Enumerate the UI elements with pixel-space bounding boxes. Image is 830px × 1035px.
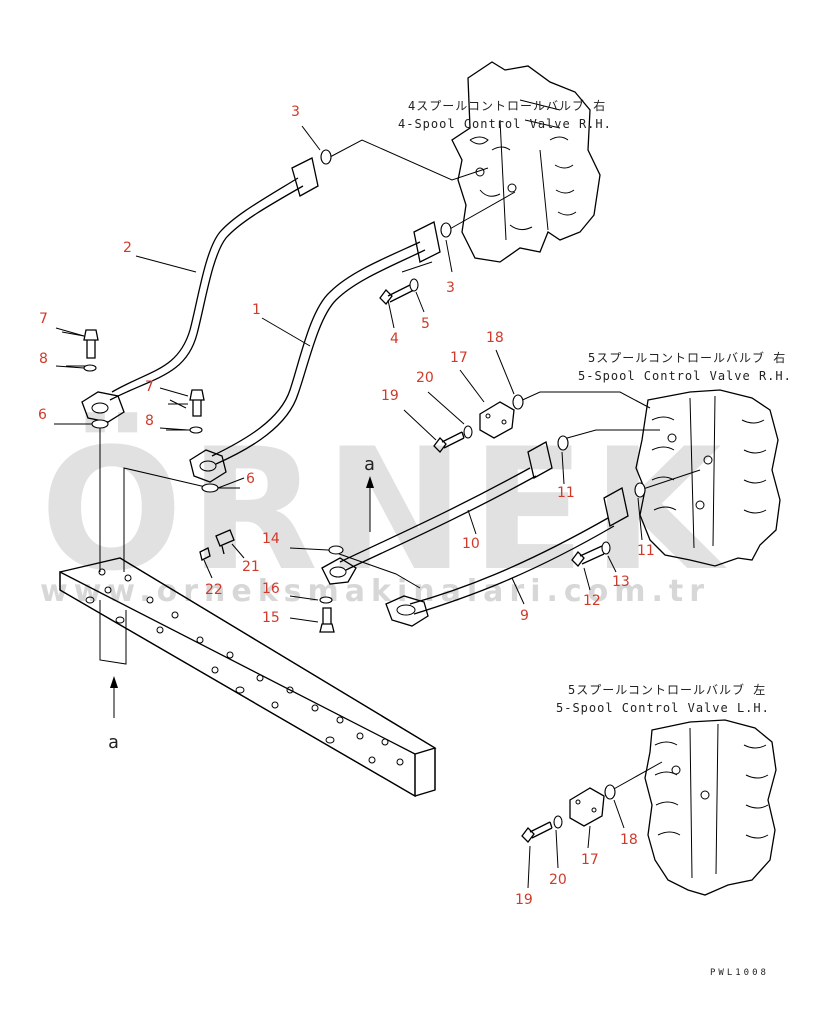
washer-20-rh <box>463 425 473 439</box>
caption-valve-5-lh-en: 5-Spool Control Valve L.H. <box>556 701 770 715</box>
pipe-1 <box>189 221 441 483</box>
o-ring-11-lower <box>634 482 646 498</box>
caption-valve-5-rh-jp: 5スプールコントロールバルブ 右 <box>588 350 786 365</box>
o-ring-6-left <box>91 419 109 429</box>
callout-18-rh: 18 <box>486 330 504 346</box>
watermark-brand: ÖRNEK <box>40 412 728 608</box>
callout-17-rh: 17 <box>450 350 468 366</box>
callouts: 1 2 3 3 4 5 6 6 7 7 8 8 9 10 11 11 12 13… <box>38 104 655 908</box>
callout-22: 22 <box>205 582 223 598</box>
bolt-7-right <box>189 389 205 417</box>
callout-16: 16 <box>262 581 280 597</box>
callout-13: 13 <box>612 574 630 590</box>
cover-plate-17-lh <box>569 787 605 827</box>
callout-20-rh: 20 <box>416 370 434 386</box>
o-ring-18-rh <box>512 394 524 410</box>
washer-20-lh <box>553 815 563 829</box>
view-marker-a-mid: a <box>364 454 376 475</box>
pipe-2 <box>81 157 319 423</box>
callout-18-lh: 18 <box>620 832 638 848</box>
pipe-10 <box>321 441 553 585</box>
callout-20-lh: 20 <box>549 872 567 888</box>
caption-valve-5-rh-en: 5-Spool Control Valve R.H. <box>578 369 792 383</box>
callout-11-upper: 11 <box>557 485 575 501</box>
callout-10: 10 <box>462 536 480 552</box>
caption-valve-4-rh-jp: 4スプールコントロールバルブ 右 <box>408 98 606 113</box>
callout-12: 12 <box>583 593 601 609</box>
callout-leaders <box>54 125 643 889</box>
callout-7-left: 7 <box>39 311 48 327</box>
watermark-url: www.orneksmakinalari.com.tr <box>40 574 710 609</box>
bolt-4 <box>379 283 415 305</box>
callout-15: 15 <box>262 610 280 626</box>
pipe-9 <box>385 487 629 627</box>
callout-17-lh: 17 <box>581 852 599 868</box>
callout-4: 4 <box>390 331 399 347</box>
control-valve-5-spool-rh <box>635 389 781 567</box>
bolt-12 <box>571 545 605 567</box>
callout-3-upper: 3 <box>291 104 300 120</box>
view-arrow-bottom <box>110 676 118 718</box>
callout-8-left: 8 <box>39 351 48 367</box>
callout-7-right: 7 <box>145 379 154 395</box>
bolt-19-lh <box>521 821 553 843</box>
watermark: ÖRNEK www.orneksmakinalari.com.tr <box>40 412 728 609</box>
o-ring-6-right <box>201 483 219 493</box>
connector-22 <box>199 547 211 561</box>
bolt-15 <box>319 607 335 633</box>
callout-8-right: 8 <box>145 413 154 429</box>
o-ring-18-lh <box>604 784 616 800</box>
view-marker-a-bottom: a <box>108 732 120 753</box>
callout-6-right: 6 <box>246 471 255 487</box>
callout-2: 2 <box>123 240 132 256</box>
bolt-19-rh <box>433 431 465 453</box>
callout-14: 14 <box>262 531 280 547</box>
washer-8-right <box>189 426 203 434</box>
callout-11-lower: 11 <box>637 543 655 559</box>
elbow-21 <box>215 529 235 555</box>
view-arrow-mid <box>366 476 374 532</box>
o-ring-3-lower <box>440 222 452 238</box>
caption-valve-4-rh-en: 4-Spool Control Valve R.H. <box>398 117 612 131</box>
callout-5: 5 <box>421 316 430 332</box>
o-ring-11-upper <box>557 435 569 451</box>
callout-19-lh: 19 <box>515 892 533 908</box>
caption-valve-5-lh-jp: 5スプールコントロールバルブ 左 <box>568 682 766 697</box>
callout-1: 1 <box>252 302 261 318</box>
o-ring-14 <box>328 545 344 555</box>
washer-13 <box>601 541 611 555</box>
washer-8-left <box>83 364 97 372</box>
manifold-block <box>59 557 437 798</box>
cover-plate-17-rh <box>479 401 515 439</box>
washer-16 <box>319 596 333 604</box>
o-ring-3-upper <box>320 149 332 165</box>
callout-19-rh: 19 <box>381 388 399 404</box>
washer-5 <box>409 278 419 292</box>
callout-6-left: 6 <box>38 407 47 423</box>
control-valve-4-spool-rh <box>451 61 601 263</box>
drawing-code: PWL1008 <box>710 968 769 978</box>
callout-21: 21 <box>242 559 260 575</box>
bolt-7-left <box>83 329 99 359</box>
callout-9: 9 <box>520 608 529 624</box>
control-valve-5-spool-lh <box>644 719 777 896</box>
callout-3-lower: 3 <box>446 280 455 296</box>
